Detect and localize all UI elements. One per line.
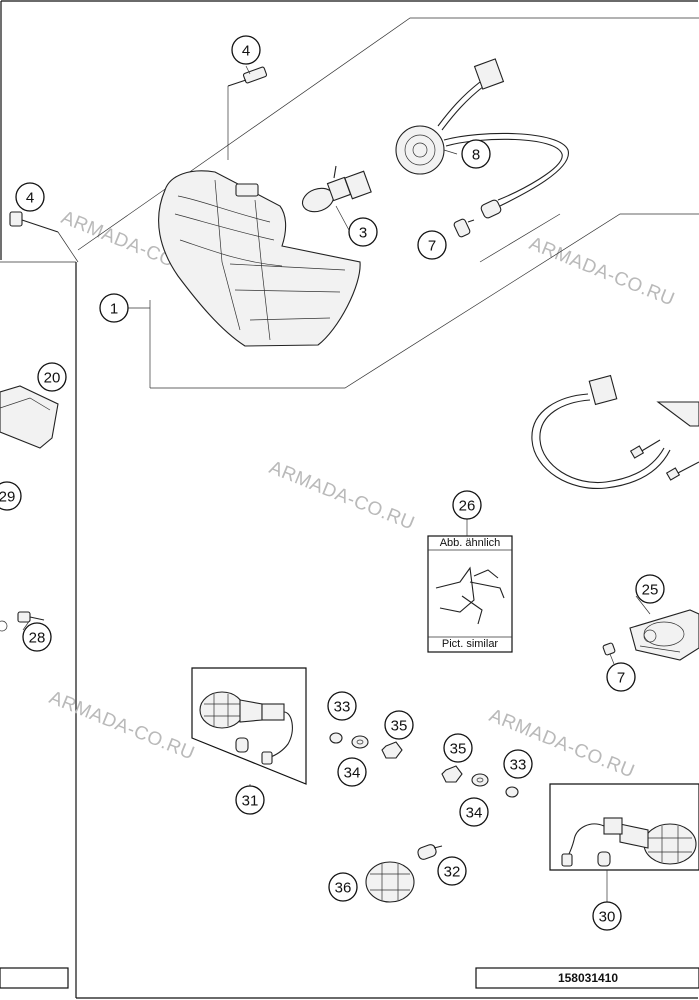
callout-32: 32 [437,856,467,886]
callout-7-top-label: 7 [428,238,436,255]
callout-4-left: 4 [15,182,45,212]
callout-25: 25 [635,574,665,604]
callout-20-label: 20 [44,370,61,387]
doc-number-frame: 158031410 [0,967,699,989]
callout-4-top-label: 4 [242,43,250,60]
callout-34-left: 34 [337,757,367,787]
washer-33b [505,786,519,798]
callout-1-label: 1 [110,301,118,318]
callout-35-right: 35 [443,733,473,763]
watermark-4: ARMADA-CO.RU [46,687,197,764]
callout-25-label: 25 [642,582,659,599]
callout-33-left: 33 [327,691,357,721]
small-screw-28 [0,611,45,632]
callout-3-label: 3 [359,225,367,242]
watermarks: ARMADA-CO.RU ARMADA-CO.RU ARMADA-CO.RU A… [46,207,677,782]
callout-7-right: 7 [606,662,636,692]
nut-35b [441,765,463,783]
callout-36-label: 36 [335,880,352,897]
screw-left [9,211,79,263]
callout-28-label: 28 [29,630,46,647]
callout-34-right: 34 [459,797,489,827]
callout-4-top: 4 [231,35,261,65]
screw-top [227,66,268,160]
headlight-housing [158,170,361,347]
tail-light [602,609,699,661]
indicator-lens [365,861,415,903]
parking-bulb-top [453,218,475,238]
callout-33-right-label: 33 [510,757,527,774]
callout-1: 1 [99,293,129,323]
callout-33-left-label: 33 [334,699,351,716]
indicator-right-box [549,783,699,902]
watermark-3: ARMADA-CO.RU [266,457,417,534]
callout-26-label: 26 [459,498,476,515]
similar-label-bottom: Pict. similar [442,638,499,650]
callout-29: 29 [0,481,22,511]
callout-28: 28 [22,622,52,652]
callout-8-label: 8 [472,147,480,164]
callout-36: 36 [328,872,358,902]
similar-label-top: Abb. ähnlich [440,537,501,549]
callout-31-label: 31 [242,793,259,810]
bulb-socket-harness [395,58,569,219]
callout-34-right-label: 34 [466,805,483,822]
callout-3: 3 [348,217,378,247]
indicator-left-box [191,667,307,786]
wiring-harness-box: Abb. ähnlich Pict. similar [427,519,513,653]
callout-34-left-label: 34 [344,765,361,782]
callout-7-top: 7 [417,230,447,260]
callout-30: 30 [592,901,622,931]
headlight-bulb [301,165,372,213]
callout-31: 31 [235,785,265,815]
callout-4-left-label: 4 [26,190,34,207]
callout-7-right-label: 7 [617,670,625,687]
lockwasher-34a [351,735,369,749]
callout-30-label: 30 [599,909,616,926]
callout-8: 8 [461,139,491,169]
lockwasher-34b [471,773,489,787]
callout-35-left: 35 [384,710,414,740]
document-number: 158031410 [558,971,618,985]
left-cover-part [0,385,59,449]
callout-32-label: 32 [444,864,461,881]
leader-lines-bottom [22,595,651,665]
callout-33-right: 33 [503,749,533,779]
callout-35-right-label: 35 [450,741,467,758]
watermark-2: ARMADA-CO.RU [526,233,677,310]
callout-35-left-label: 35 [391,718,408,735]
indicator-bulb [417,844,443,860]
nut-35a [381,741,403,759]
callout-29-label: 29 [0,489,15,506]
washer-33a [329,732,343,744]
right-harness [531,374,699,490]
leader-lines-top [128,65,458,309]
callout-26: 26 [452,490,482,520]
callout-20: 20 [37,362,67,392]
